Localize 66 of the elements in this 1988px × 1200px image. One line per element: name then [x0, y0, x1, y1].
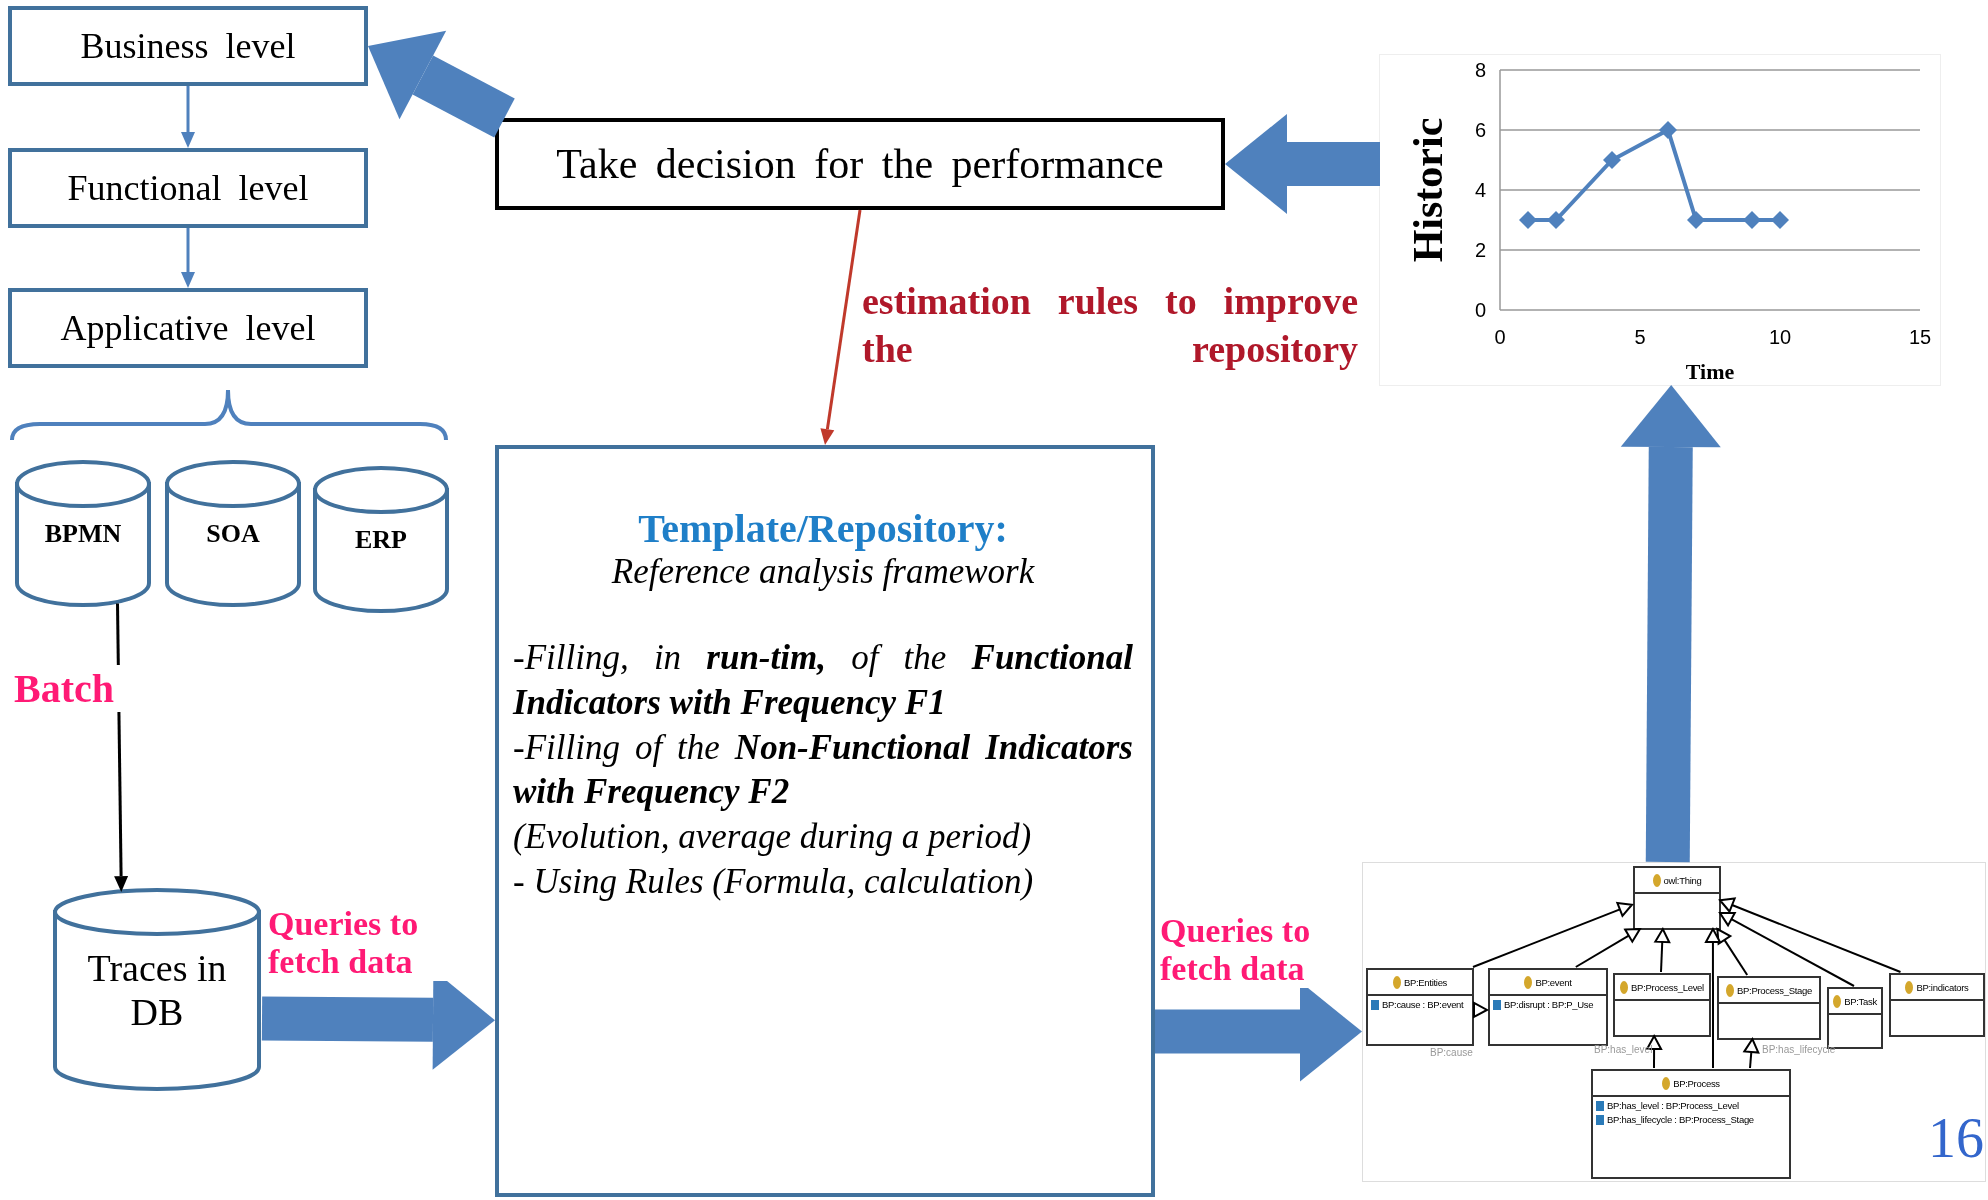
- database-cylinder: ERP: [312, 466, 450, 614]
- arrow: [1719, 897, 1902, 973]
- attribute-text: BP:has_lifecycle : BP:Process_Stage: [1607, 1114, 1754, 1125]
- class-diagram-panel: [1362, 862, 1986, 1182]
- class-name: BP:Process: [1673, 1077, 1720, 1089]
- axis-title: Historic: [1405, 117, 1451, 263]
- level-box: Applicative level: [8, 288, 368, 368]
- arrow: [181, 86, 195, 148]
- class-name: BP:Process_Stage: [1737, 984, 1812, 996]
- arrow: [1472, 1001, 1488, 1018]
- class-box: [1366, 968, 1474, 1046]
- class-box: [1717, 976, 1821, 1040]
- class-box: [1889, 973, 1985, 1037]
- box-subtitle: Reference analysis framework: [610, 552, 1036, 592]
- level-box: Functional level: [8, 148, 368, 228]
- class-name: BP:event: [1535, 976, 1572, 988]
- attribute-text: BP:cause : BP:event: [1382, 999, 1464, 1010]
- class-name: owl:Thing: [1663, 874, 1702, 886]
- class-box: [1633, 866, 1721, 930]
- edge-label: BP:has_lifecycle: [1762, 1044, 1837, 1055]
- tick-label: 8: [1474, 59, 1486, 81]
- box-text: -Filling of the Non-Functional Indicators with Frequency F2: [513, 726, 1133, 814]
- page-number: 16: [1928, 1106, 1984, 1170]
- arrow: [820, 209, 862, 445]
- arrow: [1472, 901, 1633, 968]
- tick-label: 15: [1908, 326, 1932, 348]
- edge-label: BP:has_level: [1594, 1044, 1650, 1055]
- level-box: Take decision for the performance: [495, 118, 1225, 210]
- tick-label: 5: [1634, 326, 1646, 348]
- class-name: BP:Task: [1844, 995, 1877, 1007]
- box-text: -Filling, in run-tim, of the Functional Indicators with Frequency F1: [513, 637, 1133, 724]
- arrow: [1646, 1035, 1663, 1069]
- class-box: [1591, 1069, 1791, 1179]
- block-arrow: [1225, 113, 1380, 214]
- box-heading: Template/Repository:: [637, 505, 1009, 552]
- arrow: [1704, 928, 1721, 1069]
- class-box: [1488, 968, 1608, 1046]
- tick-label: 10: [1768, 326, 1792, 348]
- edge-label: BP:cause: [1430, 1047, 1474, 1058]
- tick-label: 0: [1494, 326, 1506, 348]
- arrow: [1654, 928, 1671, 973]
- box-text: (Evolution, average during a period): [513, 816, 1033, 859]
- class-name: BP:Entities: [1403, 976, 1448, 988]
- attribute-text: BP:disrupt : BP:P_Use: [1504, 999, 1594, 1010]
- tick-label: 4: [1474, 179, 1486, 201]
- class-box: [1613, 973, 1711, 1037]
- arrow: [1719, 912, 1855, 987]
- class-name: BP:indicators: [1916, 981, 1969, 993]
- database-cylinder: BPMN: [14, 460, 152, 608]
- arrow: [1743, 1038, 1760, 1069]
- arrow: [1716, 928, 1749, 976]
- class-name: BP:Process_Level: [1631, 981, 1704, 993]
- box-text: - Using Rules (Formula, calculation): [513, 861, 1035, 903]
- axis-title: Time: [1685, 359, 1735, 384]
- attribute-text: BP:has_level : BP:Process_Level: [1607, 1100, 1739, 1111]
- tick-label: 6: [1474, 119, 1486, 141]
- tick-label: 2: [1474, 239, 1486, 261]
- arrow: [181, 228, 195, 288]
- repository-box: [495, 445, 1155, 1197]
- arrow: [1574, 928, 1641, 968]
- block-arrow: [1620, 385, 1721, 863]
- level-box: Business level: [8, 6, 368, 86]
- database-cylinder: Traces in DB: [52, 888, 262, 1092]
- block-arrow: [368, 30, 515, 138]
- database-cylinder: SOA: [164, 460, 302, 608]
- tick-label: 0: [1474, 299, 1486, 321]
